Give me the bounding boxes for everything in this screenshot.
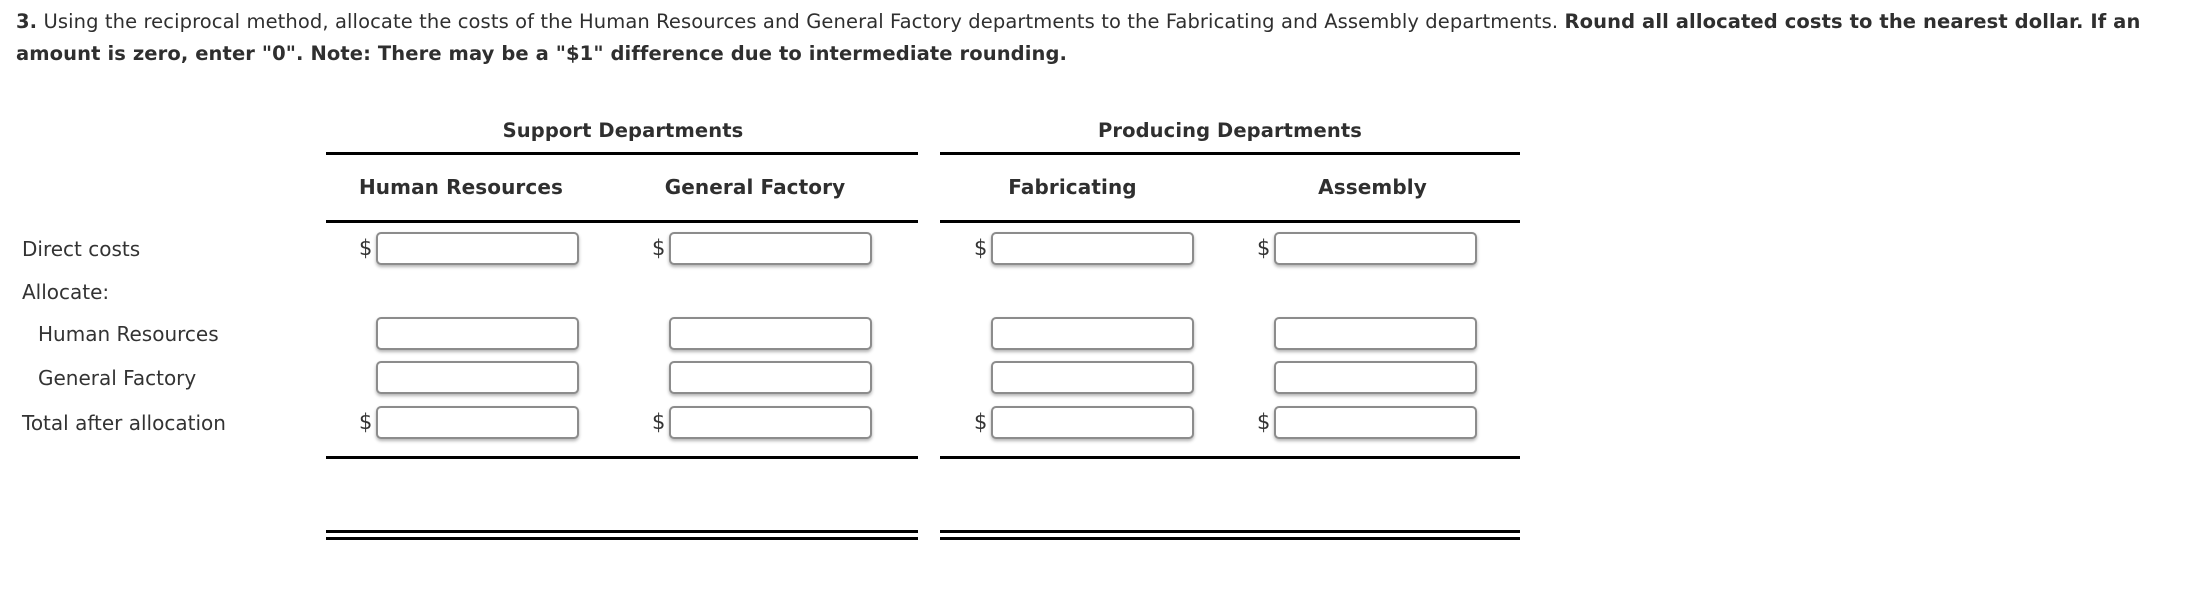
column-header-general-factory: General Factory (664, 175, 846, 199)
column-header-assembly: Assembly (1318, 175, 1427, 199)
dollar-sign-icon: $ (359, 236, 373, 260)
total-rule-producing (940, 456, 1520, 459)
column-header-rule-support (326, 220, 918, 223)
input-hr-allocation-fabricating[interactable] (991, 317, 1194, 350)
cell-total-assembly: $ (1257, 406, 1477, 439)
cell-direct-costs-general-factory: $ (652, 232, 872, 265)
dollar-sign-icon: $ (652, 236, 666, 260)
group-header-support-departments: Support Departments (502, 119, 744, 142)
row-label-allocate-general-factory: General Factory (38, 366, 197, 390)
row-label-direct-costs: Direct costs (22, 237, 141, 261)
group-rule-producing (940, 152, 1520, 155)
cell-total-human-resources: $ (359, 406, 579, 439)
closing-double-rule-support-bottom (326, 537, 918, 540)
input-gf-allocation-assembly[interactable] (1274, 361, 1477, 394)
cell-gf-allocation-human-resources (376, 361, 579, 394)
cell-gf-allocation-assembly (1274, 361, 1477, 394)
question-text-bold: Round all allocated costs to the nearest… (16, 10, 2141, 65)
input-direct-costs-assembly[interactable] (1274, 232, 1477, 265)
input-hr-allocation-human-resources[interactable] (376, 317, 579, 350)
cell-gf-allocation-general-factory (669, 361, 872, 394)
dollar-sign-icon: $ (974, 410, 988, 434)
dollar-sign-icon: $ (359, 410, 373, 434)
closing-double-rule-producing-bottom (940, 537, 1520, 540)
input-direct-costs-human-resources[interactable] (376, 232, 579, 265)
column-header-fabricating: Fabricating (1008, 175, 1137, 199)
cell-total-fabricating: $ (974, 406, 1194, 439)
cell-hr-allocation-assembly (1274, 317, 1477, 350)
allocation-table: Support Departments Producing Department… (0, 118, 2208, 588)
input-hr-allocation-assembly[interactable] (1274, 317, 1477, 350)
input-total-assembly[interactable] (1274, 406, 1477, 439)
dollar-sign-icon: $ (974, 236, 988, 260)
group-header-producing-departments: Producing Departments (1098, 119, 1362, 142)
column-header-human-resources: Human Resources (358, 175, 564, 199)
input-direct-costs-fabricating[interactable] (991, 232, 1194, 265)
row-label-total-after-allocation: Total after allocation (22, 411, 226, 435)
input-gf-allocation-general-factory[interactable] (669, 361, 872, 394)
row-label-allocate: Allocate: (22, 280, 110, 304)
cell-hr-allocation-human-resources (376, 317, 579, 350)
question-text-regular: Using the reciprocal method, allocate th… (37, 10, 1565, 33)
input-total-fabricating[interactable] (991, 406, 1194, 439)
input-total-general-factory[interactable] (669, 406, 872, 439)
cell-hr-allocation-fabricating (991, 317, 1194, 350)
closing-double-rule-producing-top (940, 530, 1520, 533)
input-gf-allocation-fabricating[interactable] (991, 361, 1194, 394)
dollar-sign-icon: $ (1257, 410, 1271, 434)
row-label-allocate-human-resources: Human Resources (38, 322, 219, 346)
closing-double-rule-support-top (326, 530, 918, 533)
input-total-human-resources[interactable] (376, 406, 579, 439)
question-number: 3. (16, 10, 38, 33)
input-hr-allocation-general-factory[interactable] (669, 317, 872, 350)
dollar-sign-icon: $ (652, 410, 666, 434)
cell-direct-costs-fabricating: $ (974, 232, 1194, 265)
cell-gf-allocation-fabricating (991, 361, 1194, 394)
cell-direct-costs-human-resources: $ (359, 232, 579, 265)
input-gf-allocation-human-resources[interactable] (376, 361, 579, 394)
cell-total-general-factory: $ (652, 406, 872, 439)
question-prompt: 3. Using the reciprocal method, allocate… (16, 6, 2196, 70)
dollar-sign-icon: $ (1257, 236, 1271, 260)
cell-direct-costs-assembly: $ (1257, 232, 1477, 265)
column-header-rule-producing (940, 220, 1520, 223)
cell-hr-allocation-general-factory (669, 317, 872, 350)
input-direct-costs-general-factory[interactable] (669, 232, 872, 265)
total-rule-support (326, 456, 918, 459)
group-rule-support (326, 152, 918, 155)
